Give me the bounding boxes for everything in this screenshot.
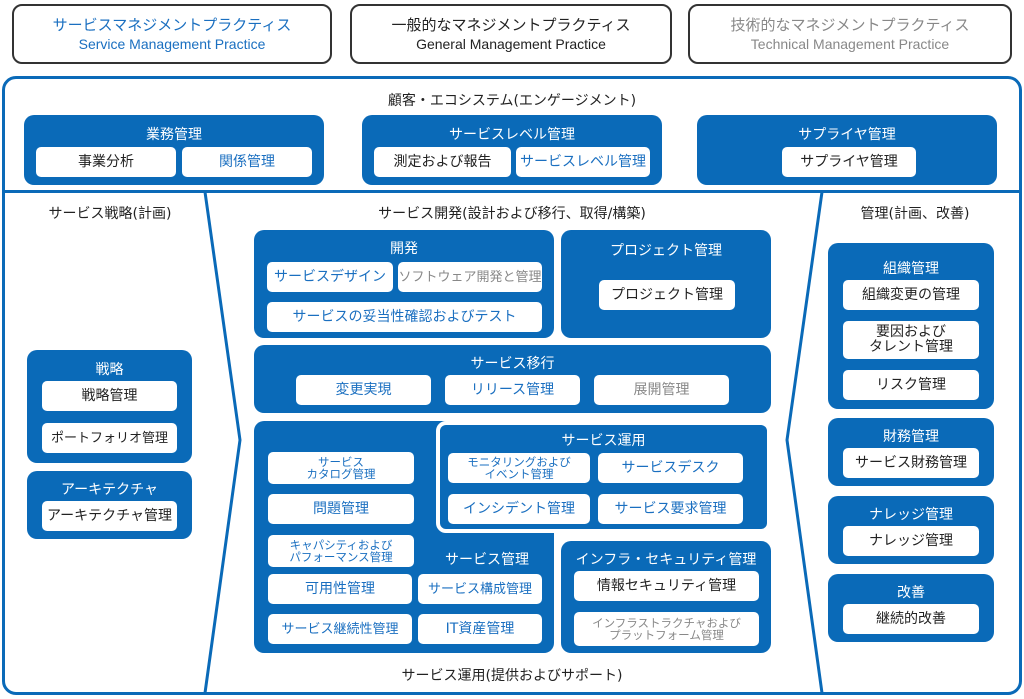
practice-project-management: プロジェクト管理 (599, 280, 735, 310)
practice-service-desk: サービスデスク (598, 453, 743, 483)
practice-problem-management: 問題管理 (268, 494, 414, 524)
group-title: プロジェクト管理 (610, 243, 722, 259)
group-title: サービス移行 (470, 356, 555, 372)
pill-line: プラットフォーム管理 (609, 628, 724, 642)
divider-top (4, 190, 1020, 193)
legend-jp: 一般的なマネジメントプラクティス (391, 16, 631, 34)
practice-service-catalog-management: サービス カタログ管理 (268, 452, 414, 484)
group-title: サプライヤ管理 (798, 127, 896, 143)
group-title: インフラ・セキュリティ管理 (575, 552, 757, 568)
section-customer: 顧客・エコシステム(エンゲージメント) (387, 93, 637, 109)
practice-relationship-management: 関係管理 (182, 147, 312, 177)
practice-change-enablement: 変更実現 (296, 375, 431, 405)
group-title: 組織管理 (883, 261, 939, 277)
practice-measurement-reporting: 測定および報告 (374, 147, 511, 177)
practice-service-level-management: サービスレベル管理 (516, 147, 650, 177)
section-operation: サービス運用(提供およびサポート) (401, 668, 623, 684)
group-title: ナレッジ管理 (869, 507, 953, 523)
section-management: 管理(計画、改善) (860, 206, 970, 222)
pill-line: モニタリングおよび (467, 455, 571, 469)
pill-line: キャパシティおよび (289, 538, 393, 552)
group-title: 業務管理 (146, 127, 202, 143)
practice-monitoring-event-management: モニタリングおよび イベント管理 (448, 453, 590, 483)
left-divider (203, 191, 242, 694)
group-title: 改善 (897, 585, 925, 601)
practice-incident-management: インシデント管理 (448, 494, 590, 524)
section-development: サービス開発(設計および移行、取得/構築) (378, 206, 646, 222)
group-title: 開発 (390, 241, 418, 257)
practice-portfolio-management: ポートフォリオ管理 (42, 423, 177, 453)
practice-information-security-management: 情報セキュリティ管理 (574, 571, 759, 601)
legend-en: Technical Management Practice (750, 36, 950, 52)
group-title: 戦略 (95, 362, 124, 378)
practice-service-validation-testing: サービスの妥当性確認およびテスト (267, 302, 542, 332)
practice-organizational-change-management: 組織変更の管理 (843, 280, 979, 310)
practice-service-financial-management: サービス財務管理 (843, 448, 979, 478)
practice-workforce-talent-management: 要因および タレント管理 (843, 321, 979, 359)
pill-line: 要因および (876, 324, 946, 340)
legend-jp: 技術的なマネジメントプラクティス (730, 16, 970, 34)
practice-business-analysis: 事業分析 (36, 147, 176, 177)
group-title: アーキテクチャ (60, 482, 159, 498)
legend-service-practice: サービスマネジメントプラクティス Service Management Prac… (12, 4, 332, 64)
practice-capacity-performance-management: キャパシティおよび パフォーマンス管理 (268, 535, 414, 567)
pill-line: タレント管理 (869, 339, 953, 355)
practice-service-configuration-management: サービス構成管理 (418, 574, 542, 604)
practice-knowledge-management: ナレッジ管理 (843, 526, 979, 556)
group-title: 財務管理 (883, 429, 939, 445)
right-divider (785, 191, 824, 694)
practice-availability-management: 可用性管理 (268, 574, 412, 604)
legend-en: Service Management Practice (78, 36, 266, 52)
group-title: サービスレベル管理 (449, 127, 575, 143)
practice-architecture-management: アーキテクチャ管理 (42, 501, 177, 531)
section-strategy: サービス戦略(計画) (48, 206, 172, 222)
legend-en: General Management Practice (416, 36, 606, 52)
legend-jp: サービスマネジメントプラクティス (52, 16, 292, 34)
practice-service-continuity-management: サービス継続性管理 (268, 614, 412, 644)
pill-line: イベント管理 (484, 467, 554, 481)
pill-line: パフォーマンス管理 (289, 550, 393, 564)
practice-deployment-management: 展開管理 (594, 375, 729, 405)
practice-service-design: サービスデザイン (267, 262, 393, 292)
practice-strategy-management: 戦略管理 (42, 381, 177, 411)
pill-line: インフラストラクチャおよび (592, 616, 741, 630)
practice-release-management: リリース管理 (445, 375, 580, 405)
practice-software-development: ソフトウェア開発と管理 (398, 262, 542, 292)
pill-line: サービス (318, 455, 364, 469)
practice-infrastructure-platform-management: インフラストラクチャおよび プラットフォーム管理 (574, 612, 759, 646)
group-title: サービス運用 (561, 433, 646, 449)
practice-supplier-management: サプライヤ管理 (782, 147, 916, 177)
legend-technical-practice: 技術的なマネジメントプラクティス Technical Management Pr… (688, 4, 1012, 64)
legend-general-practice: 一般的なマネジメントプラクティス General Management Prac… (350, 4, 672, 64)
group-title: サービス管理 (445, 552, 529, 568)
practice-continual-improvement: 継続的改善 (843, 604, 979, 634)
pill-line: カタログ管理 (306, 467, 376, 481)
practice-service-request-management: サービス要求管理 (598, 494, 743, 524)
practice-risk-management: リスク管理 (843, 370, 979, 400)
practice-it-asset-management: IT資産管理 (418, 614, 542, 644)
